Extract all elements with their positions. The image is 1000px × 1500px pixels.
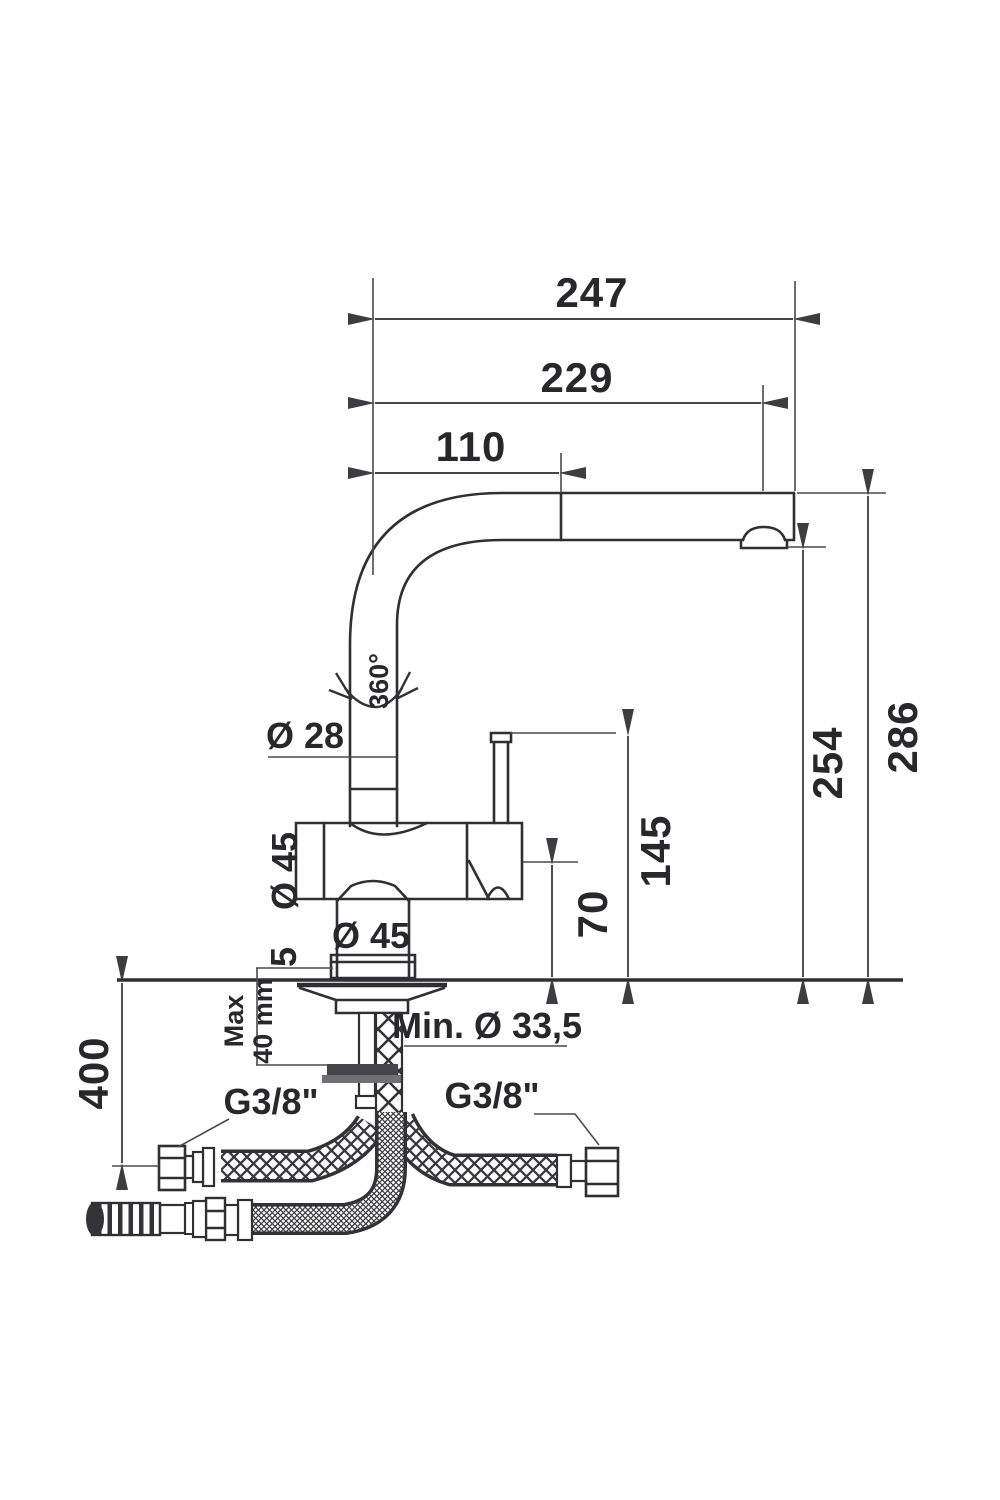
- dimension-hose-drop: 400: [70, 956, 128, 1190]
- faucet-outline: [294, 491, 796, 980]
- dim-label-max: Max: [219, 995, 249, 1048]
- dimension-reach-aerator: 229: [348, 354, 788, 409]
- callout-hole-diameter: Min. Ø 33,5: [392, 1005, 582, 1047]
- swivel-arrowhead-left: [328, 672, 354, 701]
- nut-left: [157, 1144, 187, 1192]
- dim-label-286: 286: [879, 700, 926, 773]
- pullout-hex-nut: [204, 1196, 227, 1242]
- lever-hinge-arc: [485, 886, 511, 901]
- base-cone-arch: [335, 879, 411, 903]
- dim-label-145: 145: [632, 814, 679, 887]
- dim-label-min-d335: Min. Ø 33,5: [392, 1005, 582, 1046]
- base-flange-ticks: [335, 954, 411, 979]
- dimension-reach-total: 247: [348, 269, 820, 325]
- escutcheon-collar: [334, 998, 410, 1015]
- dimension-lever-height: 145: [622, 709, 679, 1004]
- spout-tip-edge: [784, 491, 796, 542]
- swivel-arrowhead-right: [394, 671, 419, 701]
- riser-body-joint-arc: [348, 821, 429, 836]
- aerator-dome: [741, 525, 787, 542]
- horseshoe-bracket: [327, 1064, 398, 1075]
- dim-label-70: 70: [569, 890, 616, 939]
- label-g38-right: G3/8": [444, 1075, 539, 1116]
- threaded-shank: [322, 1011, 404, 1132]
- dimension-handle-height: 70: [546, 838, 616, 1004]
- pullout-spray-hose: [252, 1112, 407, 1235]
- dim-label-360: 360°: [364, 653, 394, 709]
- lever-rod-cap: [489, 731, 513, 744]
- dimension-height-total: 286: [862, 469, 926, 1004]
- dim-label-d45-body: Ø 45: [264, 832, 305, 910]
- callout-connection-left: G3/8": [177, 1081, 319, 1148]
- fitting-left: [157, 1144, 216, 1192]
- mixer-body: [294, 821, 524, 901]
- escutcheon-sides: [298, 986, 446, 1002]
- lever-hinge-line: [467, 859, 491, 901]
- label-g38-left: G3/8": [223, 1081, 318, 1122]
- lever-rod: [492, 740, 510, 825]
- dimension-height-outlet: 254: [797, 523, 851, 1004]
- dim-label-254: 254: [804, 726, 851, 799]
- supply-hose-left: [221, 1114, 386, 1183]
- dimension-reach-head: 110: [348, 423, 586, 479]
- dim-label-d28: Ø 28: [266, 715, 344, 756]
- dim-label-110: 110: [436, 423, 507, 470]
- mounting-stud: [357, 1011, 377, 1105]
- dim-label-400: 400: [70, 1036, 117, 1109]
- nut-right: [584, 1146, 620, 1198]
- spout-outer-contour: [348, 491, 796, 828]
- base-cone-sides: [335, 897, 411, 957]
- dim-label-229: 229: [540, 354, 613, 401]
- spout-inner-contour: [395, 538, 745, 828]
- dim-label-5: 5: [263, 947, 304, 967]
- callout-pipe-diameter: Ø 28: [266, 715, 396, 758]
- callout-counter-thickness: Max 40 mm: [219, 978, 278, 1064]
- fitting-right: [555, 1146, 620, 1198]
- mounting-assembly: [297, 982, 447, 1015]
- callout-connection-right: G3/8": [444, 1075, 600, 1146]
- horseshoe-bracket-lower: [322, 1075, 401, 1083]
- swivel-annotation: 360°: [328, 653, 419, 709]
- base-flange: [329, 953, 417, 980]
- supply-hose-right: [383, 1112, 557, 1187]
- pullout-hose-end-cap: [86, 1202, 104, 1236]
- dim-label-d45-base: Ø 45: [332, 915, 410, 956]
- pullout-hose-end: [86, 1196, 254, 1242]
- pullout-smooth-sleeve: [158, 1203, 187, 1235]
- mounting-stud-foot: [354, 1094, 380, 1110]
- dim-label-40mm: 40 mm: [248, 978, 278, 1064]
- dim-label-247: 247: [555, 269, 628, 316]
- aerator-plate: [739, 538, 789, 550]
